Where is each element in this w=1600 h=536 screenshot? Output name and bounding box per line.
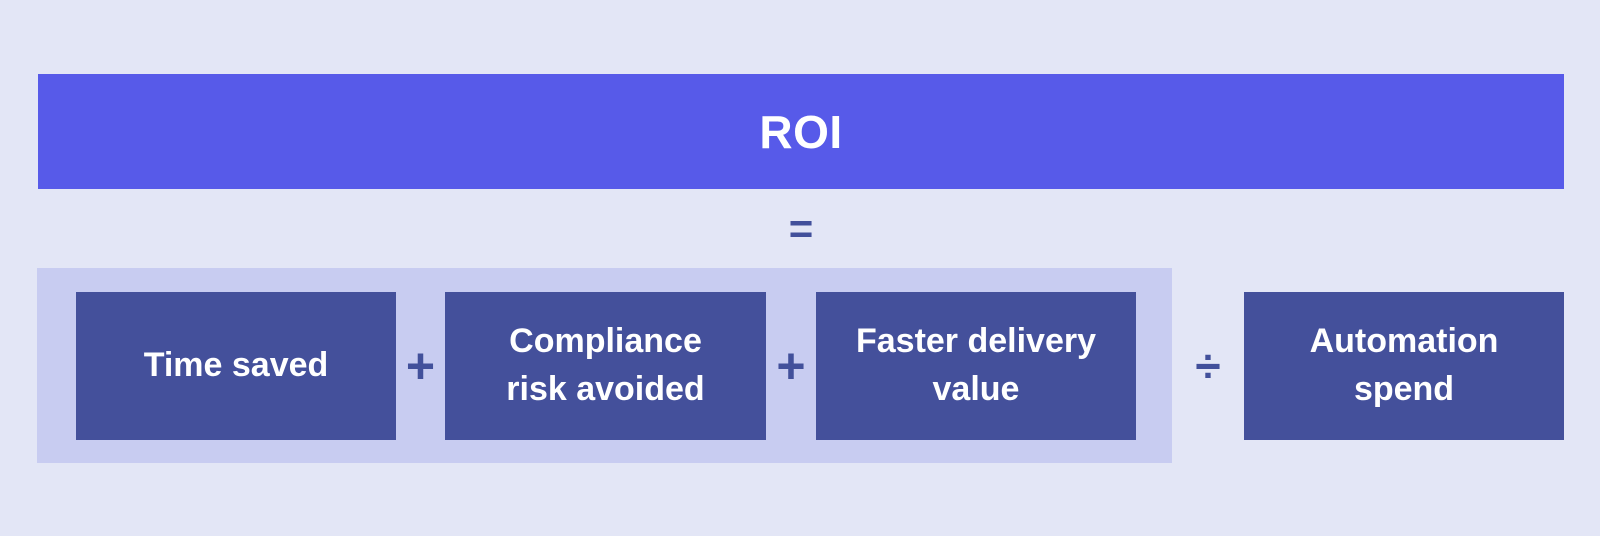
divide-sign-slot: ÷ (1172, 292, 1244, 440)
equals-sign: = (788, 204, 814, 252)
term-label-line: Time saved (143, 346, 329, 385)
term-label-line: Compliance (509, 322, 702, 361)
plus-sign-1-slot: + (396, 292, 445, 440)
term-label-line: value (932, 370, 1020, 408)
roi-banner-label: ROI (759, 105, 843, 158)
term-label-line: Automation (1309, 322, 1499, 361)
term-label-line: spend (1353, 370, 1455, 408)
term-box-faster-delivery-value: Faster delivery value (816, 292, 1136, 440)
roi-banner: ROI (38, 74, 1564, 189)
term-label-line: Faster delivery (855, 322, 1097, 361)
plus-sign-2-slot: + (766, 292, 816, 440)
term-box-time-saved: Time saved (76, 292, 396, 440)
term-box-compliance-risk-avoided: Compliance risk avoided (445, 292, 766, 440)
equals-row: = (38, 189, 1564, 268)
divide-sign: ÷ (1195, 340, 1221, 392)
plus-sign-1: + (405, 338, 436, 394)
term-box-automation-spend: Automation spend (1244, 292, 1564, 440)
term-label-line: risk avoided (506, 370, 705, 408)
plus-sign-2: + (776, 338, 806, 394)
